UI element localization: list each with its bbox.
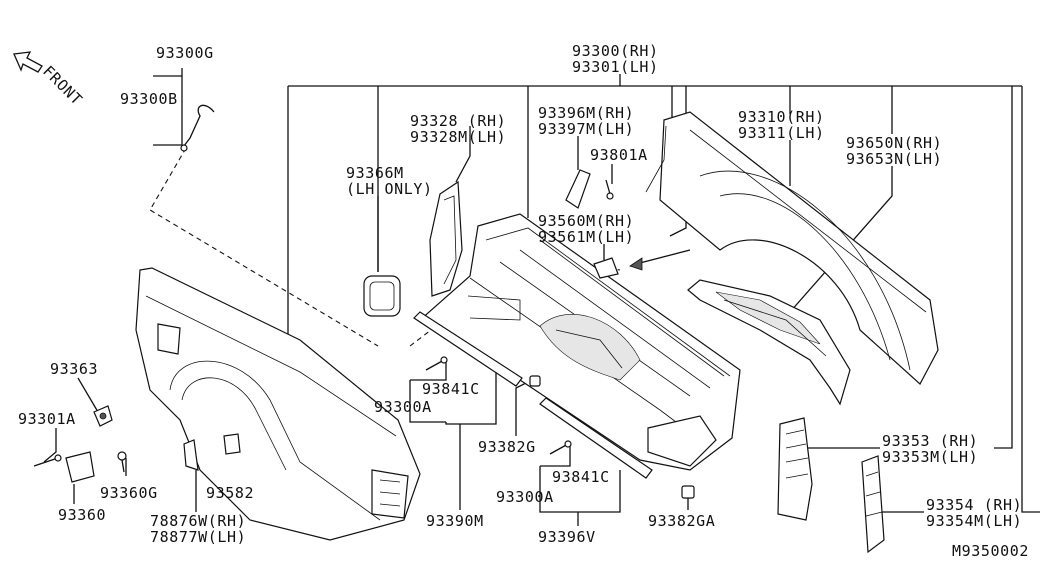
bed-floor	[418, 213, 741, 471]
inner-panel-93328	[429, 180, 463, 297]
label-93801A: 93801A	[590, 146, 648, 164]
direction-arrow-icon	[629, 249, 691, 271]
label-93841C-a: 93841C	[422, 380, 480, 398]
label-93328MLH: 93328M(LH)	[410, 128, 506, 146]
label-93353RH: 93353 (RH)	[882, 432, 978, 450]
label-93300RH: 93300(RH)	[572, 42, 659, 60]
hook-part	[180, 104, 215, 152]
label-93354MLH: 93354M(LH)	[926, 512, 1022, 530]
label-93366M-note: (LH ONLY)	[346, 180, 433, 198]
screw-93841C-b	[549, 440, 572, 455]
label-93841C-b: 93841C	[552, 468, 610, 486]
label-93328RH: 93328 (RH)	[410, 112, 506, 130]
label-93300A-b: 93300A	[496, 488, 554, 506]
label-93300A-a: 93300A	[374, 398, 432, 416]
drawing-code: M9350002	[952, 542, 1029, 560]
right-outer-panel	[645, 111, 939, 385]
label-93561MLH: 93561M(LH)	[538, 228, 634, 246]
label-93363: 93363	[50, 360, 98, 378]
label-93582: 93582	[206, 484, 254, 502]
label-93301LH: 93301(LH)	[572, 58, 659, 76]
front-label: FRONT	[39, 62, 86, 109]
screw-93841C-a	[425, 356, 448, 371]
label-93354RH: 93354 (RH)	[926, 496, 1022, 514]
sticker-78876W	[183, 439, 199, 471]
label-93396MRH: 93396M(RH)	[538, 104, 634, 122]
label-93582	[223, 433, 241, 455]
rail-upper	[413, 311, 523, 387]
bolt-93801A	[605, 179, 614, 200]
label-93301A: 93301A	[18, 410, 76, 428]
clip-93382GA	[681, 485, 695, 499]
label-93382GA: 93382GA	[648, 512, 715, 530]
pad-93560M	[593, 257, 619, 279]
left-side-panel	[135, 267, 421, 541]
cap-93366M	[363, 275, 401, 317]
clip-93363	[93, 405, 113, 427]
label-93390M: 93390M	[426, 512, 484, 530]
fuel-lid	[65, 451, 95, 483]
label-93360: 93360	[58, 506, 106, 524]
label-93382G: 93382G	[478, 438, 536, 456]
label-93560MRH: 93560M(RH)	[538, 212, 634, 230]
label-93650NRH: 93650N(RH)	[846, 134, 942, 152]
bracket-93353	[777, 417, 813, 521]
label-93300G: 93300G	[156, 44, 214, 62]
label-93300B: 93300B	[120, 90, 178, 108]
wheel-housing	[687, 279, 851, 406]
label-78877WLH: 78877W(LH)	[150, 528, 246, 546]
label-93366M: 93366M	[346, 164, 404, 182]
bolt-93360G	[117, 451, 127, 473]
label-93311LH: 93311(LH)	[738, 124, 825, 142]
part-labels: 93300G 93300B 93300(RH) 93301(LH) 93328 …	[18, 42, 1029, 560]
label-93653NLH: 93653N(LH)	[846, 150, 942, 168]
label-93310RH: 93310(RH)	[738, 108, 825, 126]
label-93397MLH: 93397M(LH)	[538, 120, 634, 138]
clip-93382G	[529, 375, 541, 387]
label-93396V: 93396V	[538, 528, 596, 546]
label-93353MLH: 93353M(LH)	[882, 448, 978, 466]
label-78876WRH: 78876W(RH)	[150, 512, 246, 530]
bracket-93396M	[565, 169, 591, 209]
screw-93301A	[33, 454, 62, 467]
bracket-93354	[861, 455, 885, 554]
rail-lower	[539, 397, 653, 479]
label-93360G: 93360G	[100, 484, 158, 502]
front-arrow-icon	[13, 51, 43, 73]
